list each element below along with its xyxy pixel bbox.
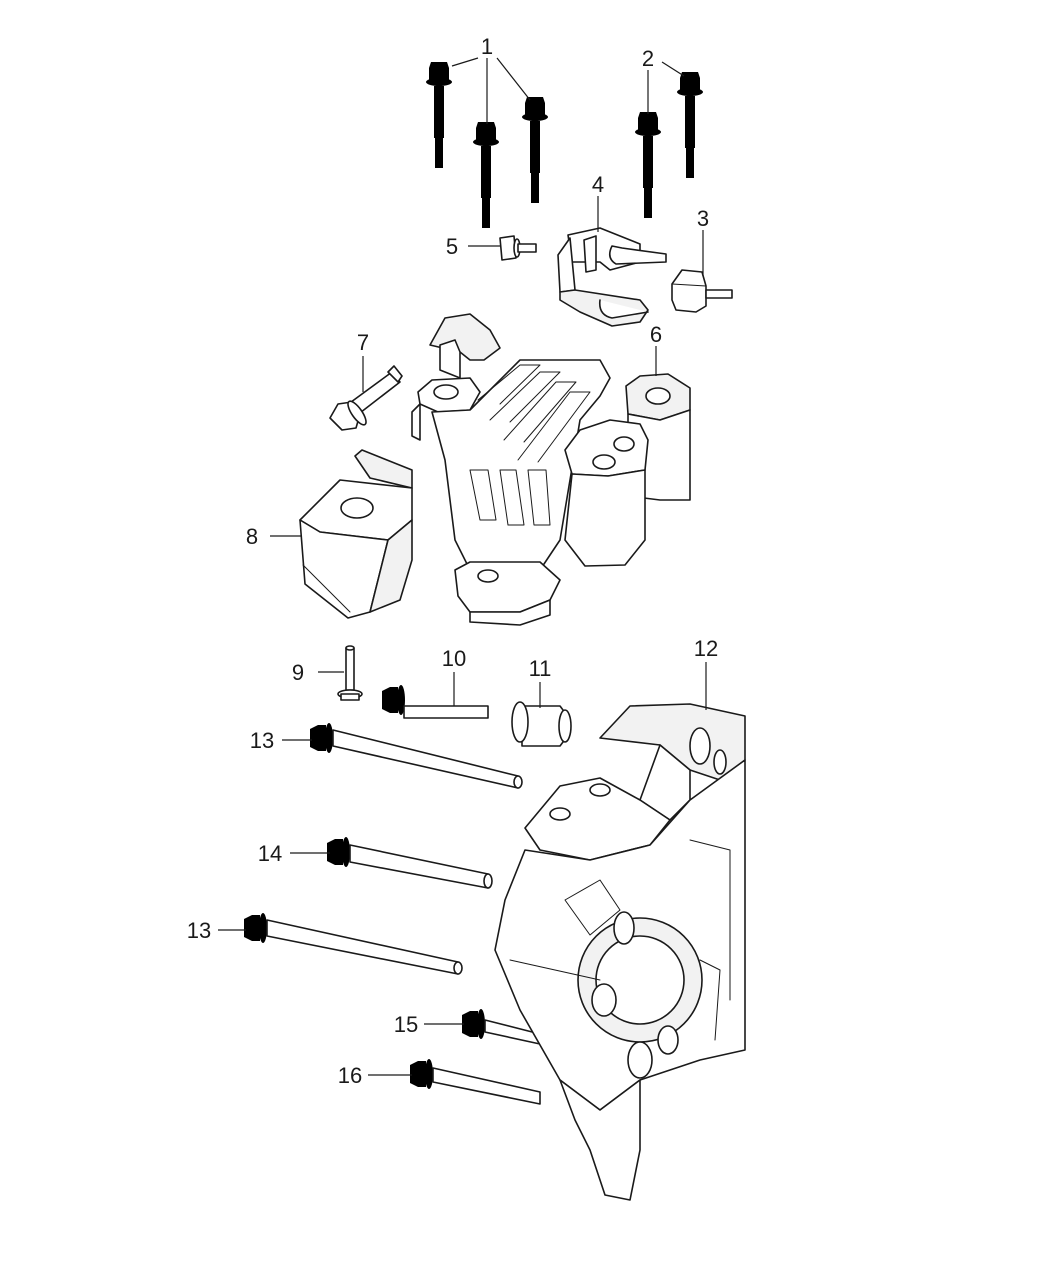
- callout-7: 7: [357, 330, 369, 355]
- callout-8: 8: [246, 524, 258, 549]
- bolt-part-16: [410, 1059, 541, 1105]
- bolt-part-10: [382, 685, 489, 719]
- callout-13a: 13: [250, 728, 274, 753]
- long-bolt-part-13a: [310, 723, 523, 789]
- callout-6: 6: [650, 322, 662, 347]
- callout-14: 14: [258, 841, 282, 866]
- callout-10: 10: [442, 646, 466, 671]
- callout-11: 11: [529, 656, 552, 681]
- bushing-part-11: [511, 701, 572, 747]
- callout-13b: 13: [187, 918, 211, 943]
- callout-16: 16: [338, 1063, 362, 1088]
- callout-15: 15: [394, 1012, 418, 1037]
- callout-1: 1: [481, 34, 493, 59]
- bolt-part-2b: [677, 72, 703, 178]
- callout-5: 5: [446, 234, 458, 259]
- engine-mount-part-6: [411, 313, 691, 626]
- bolt-part-2a: [635, 112, 661, 218]
- callout-3: 3: [697, 206, 709, 231]
- callout-4: 4: [592, 172, 604, 197]
- mount-block-part-8: [299, 449, 413, 619]
- bolt-part-1a: [426, 62, 452, 168]
- stud-nut-part-3: [671, 269, 733, 313]
- bracket-part-12: [494, 703, 746, 1201]
- callouts: 1 2 3 4 5 6 7 8 9 10 11 12 13 14 13 15 1…: [187, 34, 718, 1088]
- long-bolt-part-13b: [244, 913, 463, 975]
- callout-12: 12: [694, 636, 718, 661]
- bracket-part-4: [557, 227, 667, 327]
- bolt-part-1c: [522, 97, 548, 203]
- bolt-part-7: [329, 365, 403, 431]
- callout-2: 2: [642, 46, 654, 71]
- bolt-part-14: [327, 837, 493, 889]
- callout-9: 9: [292, 660, 304, 685]
- screw-part-5: [499, 235, 537, 261]
- bolt-part-1b: [473, 122, 499, 228]
- pin-part-9: [337, 645, 363, 701]
- leader-lines: [218, 57, 707, 1076]
